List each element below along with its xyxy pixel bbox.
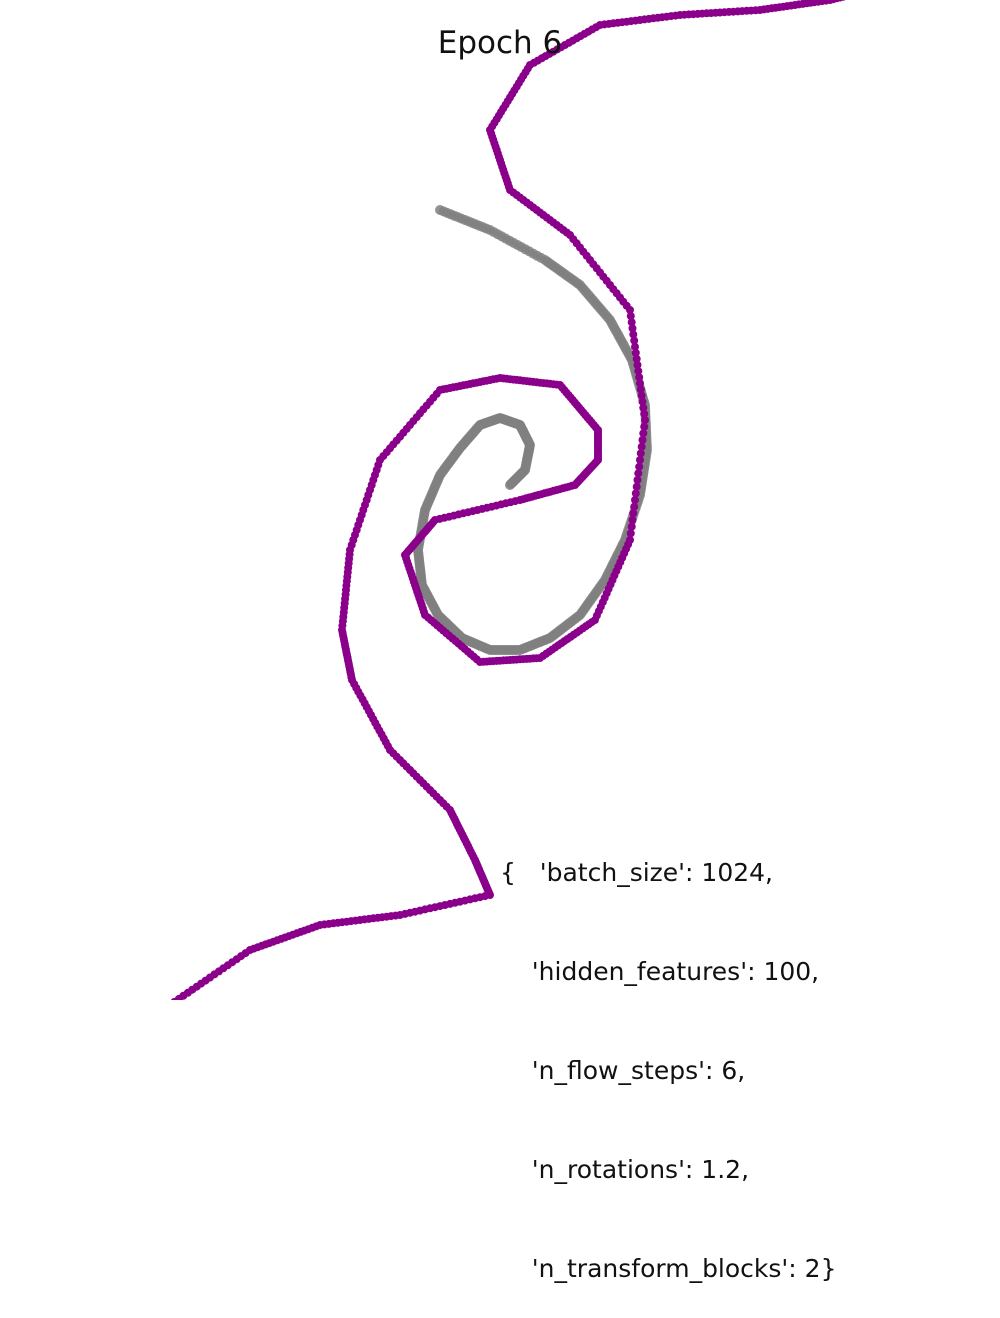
model-sample-point (631, 342, 639, 351)
hyperparameters-annotation: { 'batch_size': 1024, 'hidden_features':… (500, 790, 836, 1318)
param-line: 'n_flow_steps': 6, (500, 1056, 746, 1085)
model-sample-point (637, 442, 646, 451)
model-sample-point (631, 348, 640, 357)
param-line: 'n_rotations': 1.2, (500, 1155, 750, 1184)
model-sample-point (639, 403, 648, 412)
chart-title: Epoch 6 (437, 25, 563, 61)
model-sample-point (639, 429, 648, 438)
model-sample-point (640, 422, 649, 431)
param-line: 'hidden_features': 100, (500, 957, 820, 986)
target-sample-point (435, 205, 445, 215)
model-sample-point (626, 529, 635, 538)
model-sample-point (635, 462, 644, 471)
model-samples-series (170, 0, 846, 1000)
model-sample-point (638, 436, 647, 444)
model-sample-point (631, 489, 640, 498)
model-sample-point (630, 336, 639, 345)
model-sample-point (631, 496, 639, 504)
model-sample-point (636, 379, 644, 388)
model-sample-point (634, 367, 643, 376)
param-line: { 'batch_size': 1024, (500, 858, 773, 887)
model-sample-point (637, 391, 646, 400)
plot-area (170, 0, 846, 1000)
model-sample-point (632, 482, 641, 491)
model-sample-point (629, 509, 638, 518)
model-sample-point (636, 456, 644, 464)
param-line: 'n_transform_blocks': 2} (500, 1254, 837, 1283)
model-sample-point (628, 516, 637, 524)
model-sample-point (634, 469, 643, 478)
model-sample-point (632, 354, 641, 363)
model-sample-point (630, 502, 639, 511)
model-sample-point (174, 994, 183, 1000)
model-sample-point (627, 522, 636, 531)
model-sample-point (641, 416, 649, 424)
model-sample-point (635, 373, 644, 382)
model-sample-point (626, 312, 635, 321)
model-sample-point (628, 324, 637, 333)
model-sample-point (627, 318, 636, 327)
model-sample-point (629, 330, 638, 339)
model-sample-point (633, 361, 642, 369)
model-sample-point (170, 997, 178, 1000)
model-sample-point (636, 385, 645, 394)
target-samples-series (413, 205, 652, 655)
model-sample-point (633, 476, 642, 484)
model-sample-point (636, 449, 645, 458)
model-sample-point (638, 397, 647, 406)
model-sample-point (640, 409, 649, 418)
model-sample-point (626, 306, 634, 314)
